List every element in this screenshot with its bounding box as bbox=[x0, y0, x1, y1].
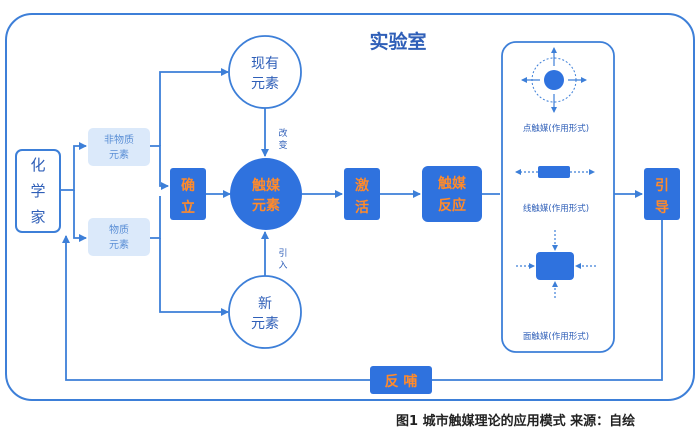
point-catalyst-icon bbox=[521, 47, 587, 113]
area-catalyst-icon bbox=[516, 230, 596, 298]
existing-element-circle bbox=[228, 35, 302, 109]
forms-panel bbox=[501, 41, 615, 353]
chemist-char-3: 家 bbox=[30, 208, 45, 226]
to-new-element-arrow bbox=[159, 238, 229, 316]
point-catalyst-label: 点触媒(作用形式) bbox=[523, 123, 589, 134]
substance-line2: 元素 bbox=[109, 238, 129, 251]
chemist-char-2: 学 bbox=[30, 182, 45, 200]
activate-box bbox=[344, 168, 380, 220]
change-char-1: 改 bbox=[278, 127, 287, 139]
change-char-2: 变 bbox=[278, 139, 287, 151]
non-substance-box bbox=[88, 128, 150, 166]
establish-char-2: 立 bbox=[181, 199, 195, 216]
guide-char-1: 引 bbox=[655, 178, 669, 194]
figure-caption: 图1 城市触媒理论的应用模式 来源：自绘 bbox=[396, 414, 636, 429]
establish-box bbox=[170, 168, 206, 220]
catalyst-line2: 元素 bbox=[252, 197, 280, 214]
feedback-box bbox=[370, 366, 432, 394]
substance-to-establish-line bbox=[150, 196, 161, 239]
chemist-to-substance-arrow bbox=[73, 190, 87, 242]
new-element-line1: 新 bbox=[258, 296, 272, 312]
feedback-to-chemist-arrow bbox=[62, 235, 370, 381]
establish-char-1: 确 bbox=[181, 177, 195, 194]
nonsubstance-to-establish-arrow bbox=[150, 145, 169, 190]
reaction-line2: 反应 bbox=[438, 197, 466, 214]
lab-frame bbox=[5, 13, 695, 401]
line-catalyst-icon bbox=[515, 166, 595, 178]
line-catalyst-label: 线触媒(作用形式) bbox=[523, 203, 589, 214]
existing-line2: 元素 bbox=[251, 76, 279, 92]
lab-title: 实验室 bbox=[369, 30, 426, 53]
guide-char-2: 导 bbox=[655, 200, 669, 216]
activate-char-1: 激 bbox=[355, 177, 369, 194]
new-element-line2: 元素 bbox=[251, 316, 279, 332]
introduce-char-2: 入 bbox=[278, 260, 287, 271]
chemist-box bbox=[15, 149, 61, 233]
feedback-label: 反 哺 bbox=[385, 373, 418, 390]
catalyst-element-circle bbox=[230, 158, 302, 230]
reaction-box bbox=[422, 166, 482, 222]
substance-line1: 物质 bbox=[109, 223, 129, 236]
new-element-circle bbox=[228, 275, 302, 349]
to-existing-arrow bbox=[159, 68, 229, 146]
non-substance-line1: 非物质 bbox=[104, 133, 134, 146]
chemist-char-1: 化 bbox=[30, 156, 45, 174]
introduce-char-1: 引 bbox=[278, 248, 287, 259]
non-substance-line2: 元素 bbox=[109, 148, 129, 161]
reaction-line1: 触媒 bbox=[437, 175, 467, 192]
guide-box bbox=[644, 168, 680, 220]
activate-char-2: 活 bbox=[355, 199, 369, 216]
catalyst-line1: 触媒 bbox=[251, 177, 281, 194]
substance-box bbox=[88, 218, 150, 256]
chemist-to-nonsubstance-arrow bbox=[60, 142, 87, 191]
guide-to-feedback-line bbox=[432, 220, 663, 381]
area-catalyst-label: 面触媒(作用形式) bbox=[523, 331, 589, 342]
existing-line1: 现有 bbox=[251, 56, 279, 72]
